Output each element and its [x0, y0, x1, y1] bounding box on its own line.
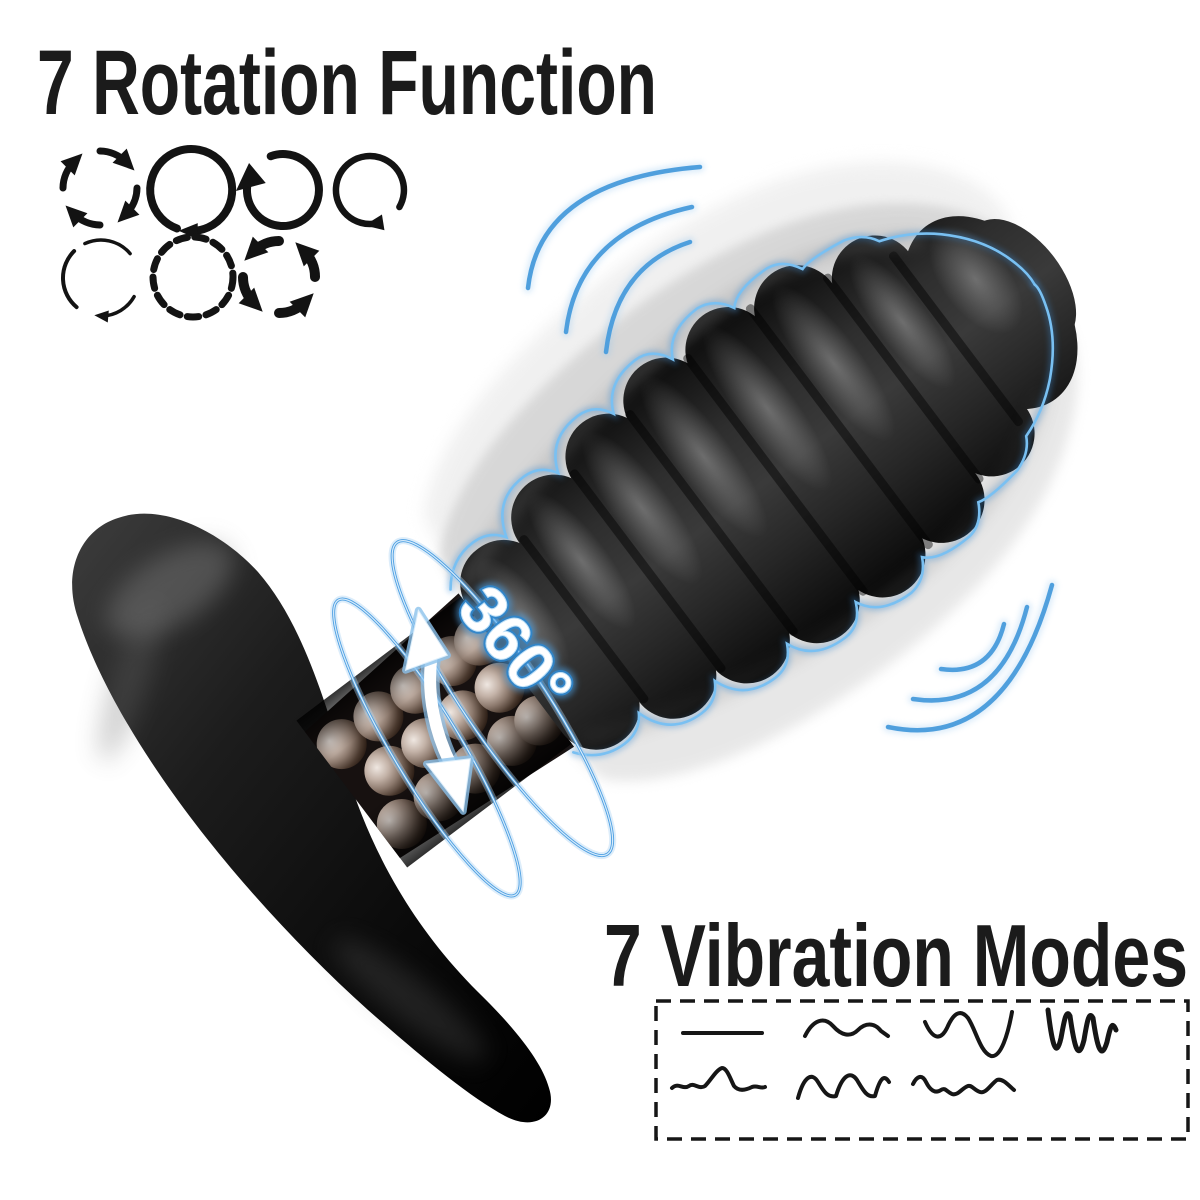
waveform-gentle-wave [803, 1018, 890, 1038]
bottom-rim-light [582, 392, 1047, 745]
rotation-bold-cycle-arrows-icon [237, 235, 321, 319]
rotation-four-arrows-icon [59, 147, 141, 229]
vibration-title: 7 Vibration Modes [604, 906, 1188, 1005]
vibration-modes-box [654, 999, 1190, 1141]
waveform-random-ripple [911, 1075, 1016, 1097]
waveform-deep-wave [923, 1010, 1014, 1058]
handle-lower-sheen [333, 938, 487, 1062]
anchor-handle-base [72, 513, 551, 1123]
handle-side-sheen [98, 598, 162, 762]
dashed-border [654, 999, 1190, 1141]
rotation-dashed-circle-icon [149, 233, 237, 321]
handle-shape [72, 513, 551, 1123]
waveform-rolling-waves [796, 1073, 891, 1100]
rotation-full-circle-arrow-icon [146, 145, 237, 240]
rib-grooves [519, 251, 1023, 704]
vibration-waves-top-left [523, 162, 705, 357]
ribbed-body [447, 216, 1078, 759]
rotation-title: 7 Rotation Function [37, 32, 657, 134]
rotation-thin-arcs-icon [60, 238, 136, 323]
rotation-open-circle-arrow-icon [332, 152, 408, 231]
spin-direction-arrow [402, 606, 474, 815]
electric-outline [447, 230, 1057, 759]
vibration-waves-bottom-right [883, 580, 1057, 736]
waveform-rapid-pulse [1045, 1007, 1119, 1054]
top-rim-light [460, 233, 922, 586]
rotation-icons [59, 145, 408, 323]
rib-sheens [475, 223, 1023, 674]
waveform-soft-ripple-peak [670, 1066, 767, 1092]
handle-highlight [106, 542, 234, 638]
rotation-counterclockwise-arrow-icon [235, 150, 323, 230]
